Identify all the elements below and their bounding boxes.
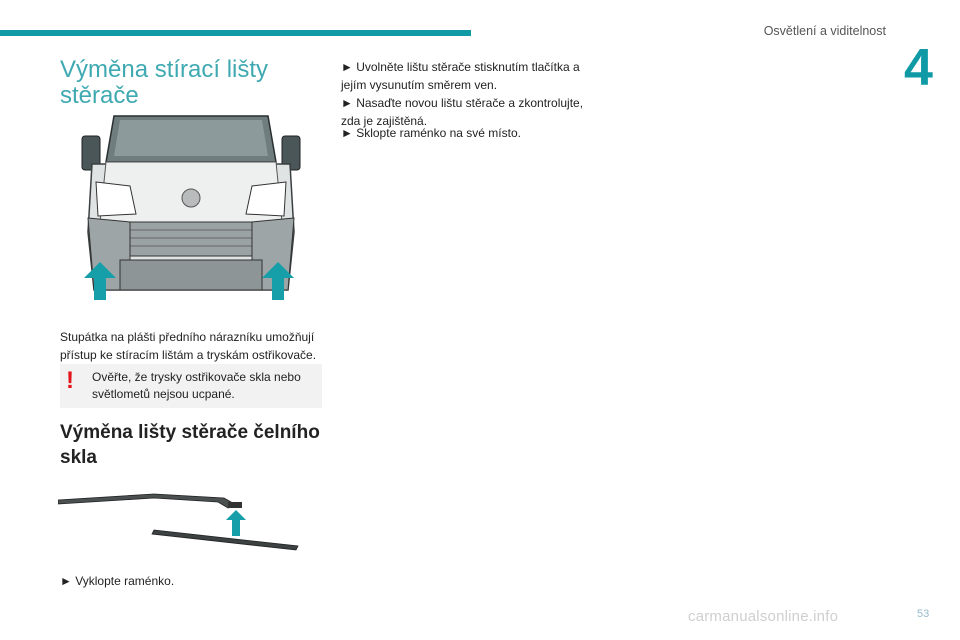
watermark: carmanualsonline.info (688, 608, 839, 625)
wiper-blade-illustration (58, 493, 299, 551)
warning-box: ! Ověřte, že trysky ostřikovače skla neb… (60, 364, 322, 408)
step-fold-arm: ► Vyklopte raménko. (60, 574, 175, 588)
step-release-blade: ► Uvolněte lištu stěrače stisknutím tlač… (341, 60, 580, 92)
chapter-tab (888, 40, 960, 102)
section-header-title: Osvětlení a viditelnost (763, 24, 886, 38)
step-fit-new-blade: ► Nasaďte novou lištu stěrače a zkontrol… (341, 96, 584, 128)
warning-text: Ověřte, že trysky ostřikovače skla nebo … (92, 370, 301, 401)
intro-paragraph: Stupátka na plášti předního nárazníku um… (60, 330, 317, 362)
subsection-title: Výměna lišty stěrače čelního skla (60, 422, 320, 468)
section-title: Výměna stírací lišty stěrače (60, 56, 269, 109)
warning-icon: ! (66, 367, 74, 394)
van-front-illustration (80, 112, 302, 304)
chapter-number: 4 (904, 39, 933, 97)
page-number: 53 (917, 608, 930, 620)
header-accent-bar (0, 30, 471, 36)
step-fold-back-arm: ► Sklopte raménko na své místo. (341, 126, 521, 140)
